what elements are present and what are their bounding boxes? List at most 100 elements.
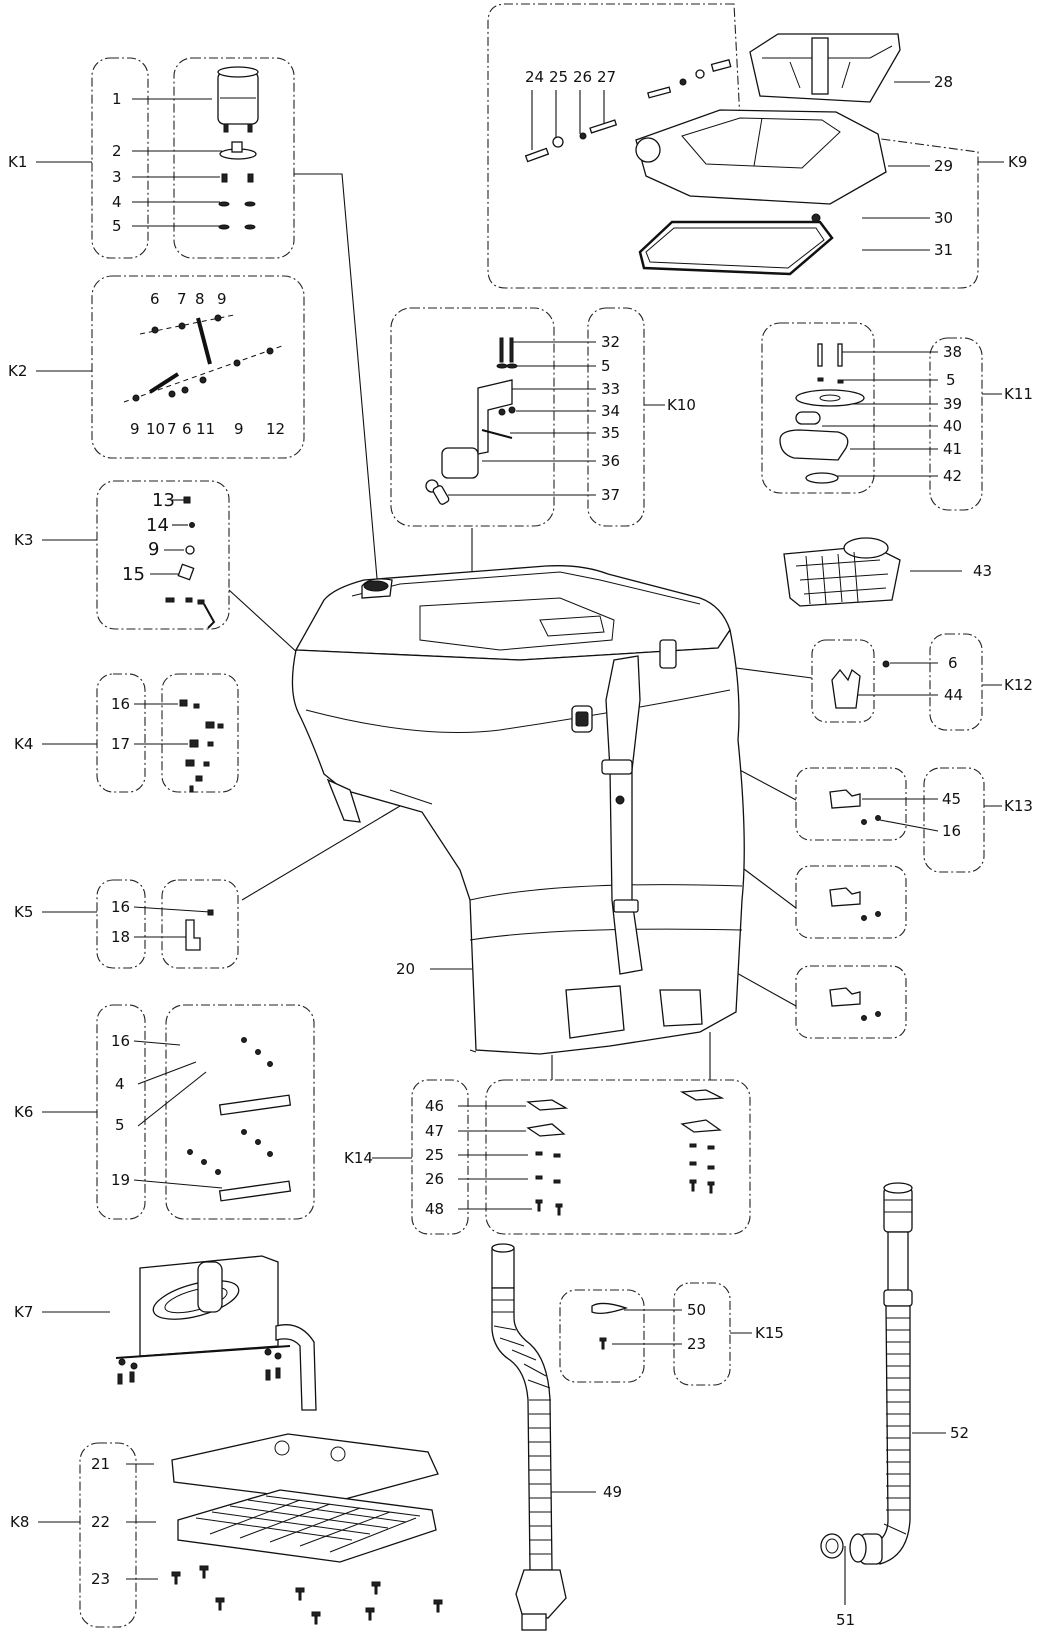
pad-set-icon [679, 1089, 725, 1194]
clip-set-icon [179, 699, 224, 793]
part-label: 38 [943, 343, 962, 361]
part-label: 3 [112, 168, 122, 186]
part-label: 35 [601, 424, 620, 442]
part-label: 49 [603, 1483, 622, 1501]
part-label: 14 [146, 515, 169, 536]
part-label: 6 [150, 290, 160, 308]
part-label: 16 [111, 1032, 130, 1050]
part-label: 26 [425, 1170, 444, 1188]
group-label-k12: K12 [1004, 676, 1033, 694]
part-label: 32 [601, 333, 620, 351]
linkage-rod-icon [123, 314, 283, 403]
part-label: 13 [152, 490, 175, 511]
part-label: 5 [946, 371, 956, 389]
part-label: 5 [601, 357, 611, 375]
fastener-kit-icon [165, 496, 216, 629]
lid-cover-icon [635, 109, 887, 223]
group-label-k7: K7 [14, 1303, 33, 1321]
clamp-clip-icon [591, 1302, 629, 1350]
bracket-assembly-icon [425, 337, 518, 505]
part-label: 24 [525, 68, 544, 86]
part-label: 25 [549, 68, 568, 86]
clip-icon [829, 789, 881, 825]
part-label: 6 [948, 654, 958, 672]
group-label-k6: K6 [14, 1103, 33, 1121]
hook-bracket-icon [185, 909, 214, 951]
group-label-k9: K9 [1008, 153, 1027, 171]
part-label: 9 [148, 539, 159, 560]
clip-icon [829, 887, 881, 921]
part-label: 7 [167, 420, 177, 438]
part-label: 5 [115, 1116, 125, 1134]
part-label: 39 [943, 395, 962, 413]
base-plate-icon [171, 1433, 439, 1503]
screw-set-icon [218, 173, 256, 230]
mounting-strap-icon [187, 1037, 292, 1202]
part-label: 50 [687, 1301, 706, 1319]
latch-bracket-icon [831, 660, 890, 709]
part-label: 10 [146, 420, 165, 438]
part-label: 23 [687, 1335, 706, 1353]
part-label: 23 [91, 1570, 110, 1588]
group-label-k8: K8 [10, 1513, 29, 1531]
part-label: 12 [266, 420, 285, 438]
part-label: 9 [217, 290, 227, 308]
group-label-k1: K1 [8, 153, 27, 171]
group-label-k13: K13 [1004, 797, 1033, 815]
part-label: 52 [950, 1424, 969, 1442]
pad-set-icon [526, 1099, 569, 1216]
main-tank-body-icon [291, 565, 745, 1055]
part-label: 51 [836, 1611, 855, 1629]
part-label: 6 [182, 420, 192, 438]
part-label: 16 [111, 695, 130, 713]
part-label: 9 [130, 420, 140, 438]
part-label: 4 [115, 1075, 125, 1093]
part-label: 21 [91, 1455, 110, 1473]
part-label: 2 [112, 142, 122, 160]
group-label-k4: K4 [14, 735, 33, 753]
part-label: 8 [195, 290, 205, 308]
part-label: 4 [112, 193, 122, 211]
group-label-k3: K3 [14, 531, 33, 549]
pin-set-icon [524, 58, 732, 163]
part-label: 15 [122, 564, 145, 585]
part-label: 18 [111, 928, 130, 946]
group-label-k5: K5 [14, 903, 33, 921]
part-label: 34 [601, 402, 620, 420]
part-label: 46 [425, 1097, 444, 1115]
group-label-k14: K14 [344, 1149, 373, 1167]
group-label-k10: K10 [667, 396, 696, 414]
clip-icon [829, 987, 881, 1021]
part-label: 44 [944, 686, 963, 704]
part-label: 16 [942, 822, 961, 840]
part-label: 9 [234, 420, 244, 438]
part-label: 11 [196, 420, 215, 438]
part-label: 19 [111, 1171, 130, 1189]
part-label: 7 [177, 290, 187, 308]
part-label: 40 [943, 417, 962, 435]
part-label: 31 [934, 241, 953, 259]
bracket-plate-icon [219, 141, 257, 160]
drain-hose-icon [820, 1182, 913, 1565]
part-labels: 1 2 3 4 5 6 7 8 9 9 10 7 6 11 9 12 13 14… [91, 68, 992, 1629]
part-label: 45 [942, 790, 961, 808]
part-label: 27 [597, 68, 616, 86]
part-label: 22 [91, 1513, 110, 1531]
pump-bracket-assembly-icon [115, 1255, 317, 1411]
group-label-k15: K15 [755, 1324, 784, 1342]
float-assembly-icon [779, 343, 865, 484]
part-label: 20 [396, 960, 415, 978]
part-label: 42 [943, 467, 962, 485]
basket-container-icon [783, 537, 901, 607]
part-label: 25 [425, 1146, 444, 1164]
group-frames [79, 3, 985, 1628]
part-label: 41 [943, 440, 962, 458]
part-label: 5 [112, 217, 122, 235]
part-label: 48 [425, 1200, 444, 1218]
corrugated-hose-icon [491, 1243, 567, 1631]
gasket-seal-icon [638, 220, 834, 276]
group-label-k2: K2 [8, 362, 27, 380]
part-label: 29 [934, 157, 953, 175]
motor-cylinder-icon [217, 66, 259, 133]
